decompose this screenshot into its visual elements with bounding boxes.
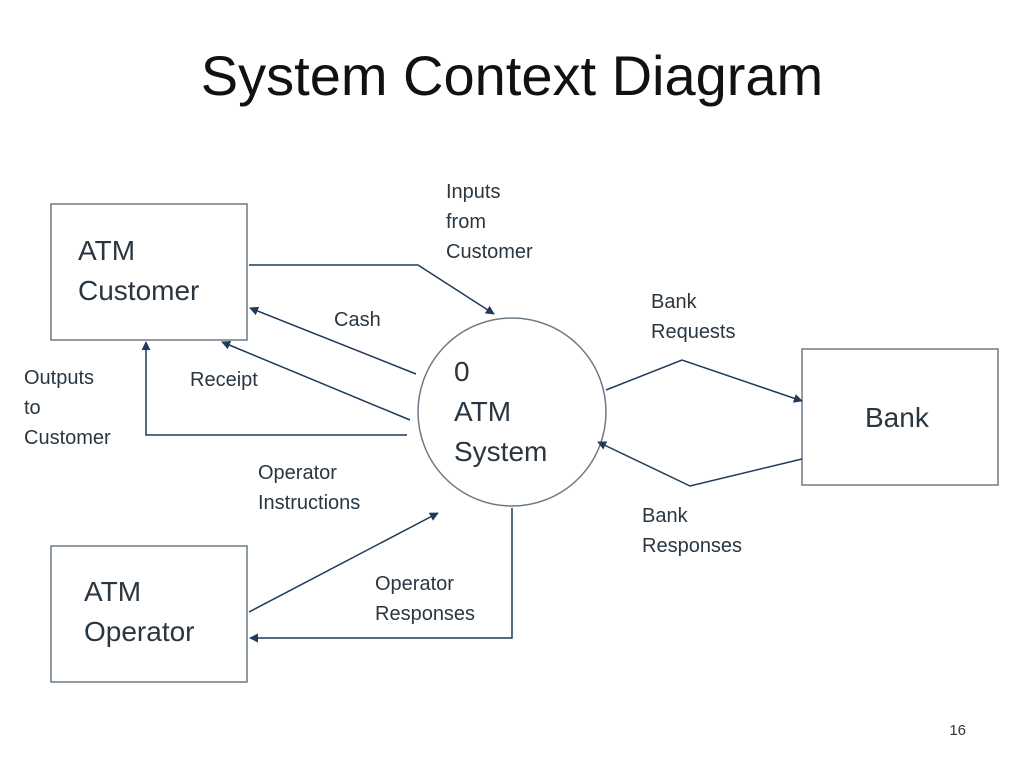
flow-inputs-from-customer <box>249 264 495 315</box>
bank-responses-label: Bank Responses <box>642 505 743 557</box>
cash-label: Cash <box>334 309 381 331</box>
operator-responses-label: Operator Responses <box>375 573 476 625</box>
flow-receipt <box>221 340 411 421</box>
customer-label: ATM Customer <box>78 235 200 306</box>
flow-bank-responses <box>597 441 803 487</box>
outputs-to-customer-label: Outputs to Customer <box>24 367 111 449</box>
flow-operator-instructions <box>248 512 439 613</box>
customer-box <box>50 203 248 341</box>
bank-requests-label: Bank Requests <box>651 291 736 343</box>
flow-bank-requests <box>605 359 803 403</box>
operator-label: ATM Operator <box>84 576 195 647</box>
flow-outputs-to-customer <box>141 341 407 436</box>
inputs-from-customer-label: Inputs from Customer <box>446 181 533 263</box>
slide-title: System Context Diagram <box>200 44 824 107</box>
operator-box <box>50 545 248 683</box>
system-label: 0 ATM System <box>454 356 548 467</box>
flow-cash <box>249 306 417 375</box>
flow-operator-responses <box>249 508 513 643</box>
operator-instructions-label: Operator Instructions <box>258 462 361 514</box>
page-number: 16 <box>949 722 966 739</box>
receipt-label: Receipt <box>190 369 258 391</box>
bank-label: Bank <box>865 402 929 433</box>
bank-box <box>801 348 999 486</box>
atm-system-circle <box>417 317 607 507</box>
